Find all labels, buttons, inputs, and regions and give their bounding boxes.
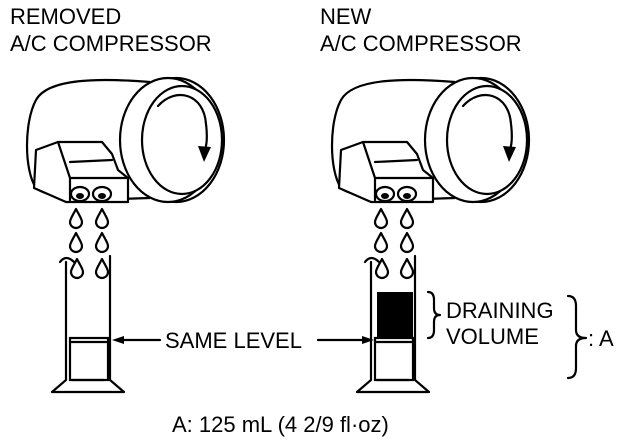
removed-title-line2: A/C COMPRESSOR (10, 31, 212, 56)
draining-label-line2: VOLUME (446, 324, 539, 349)
new-title-line1: NEW (320, 4, 372, 29)
same-level-leader-lines (112, 336, 374, 344)
same-level-label: SAME LEVEL (165, 328, 302, 353)
removed-compressor-illustration (25, 76, 226, 204)
draining-volume-brace (426, 290, 442, 340)
draining-volume-fill (377, 292, 413, 338)
removed-title-line1: REMOVED (10, 4, 121, 29)
removed-oil-drops (70, 209, 108, 252)
new-compressor-illustration (330, 76, 531, 204)
removed-measuring-cylinder (52, 256, 124, 392)
a-brace (566, 294, 588, 380)
new-measuring-cylinder (357, 256, 429, 392)
new-title-line2: A/C COMPRESSOR (320, 31, 522, 56)
new-oil-drops (375, 209, 413, 252)
footnote: A: 125 mL (4 2/9 fl·oz) (172, 412, 389, 437)
draining-label-line1: DRAINING (446, 298, 554, 323)
a-marker-label: : A (588, 326, 614, 351)
